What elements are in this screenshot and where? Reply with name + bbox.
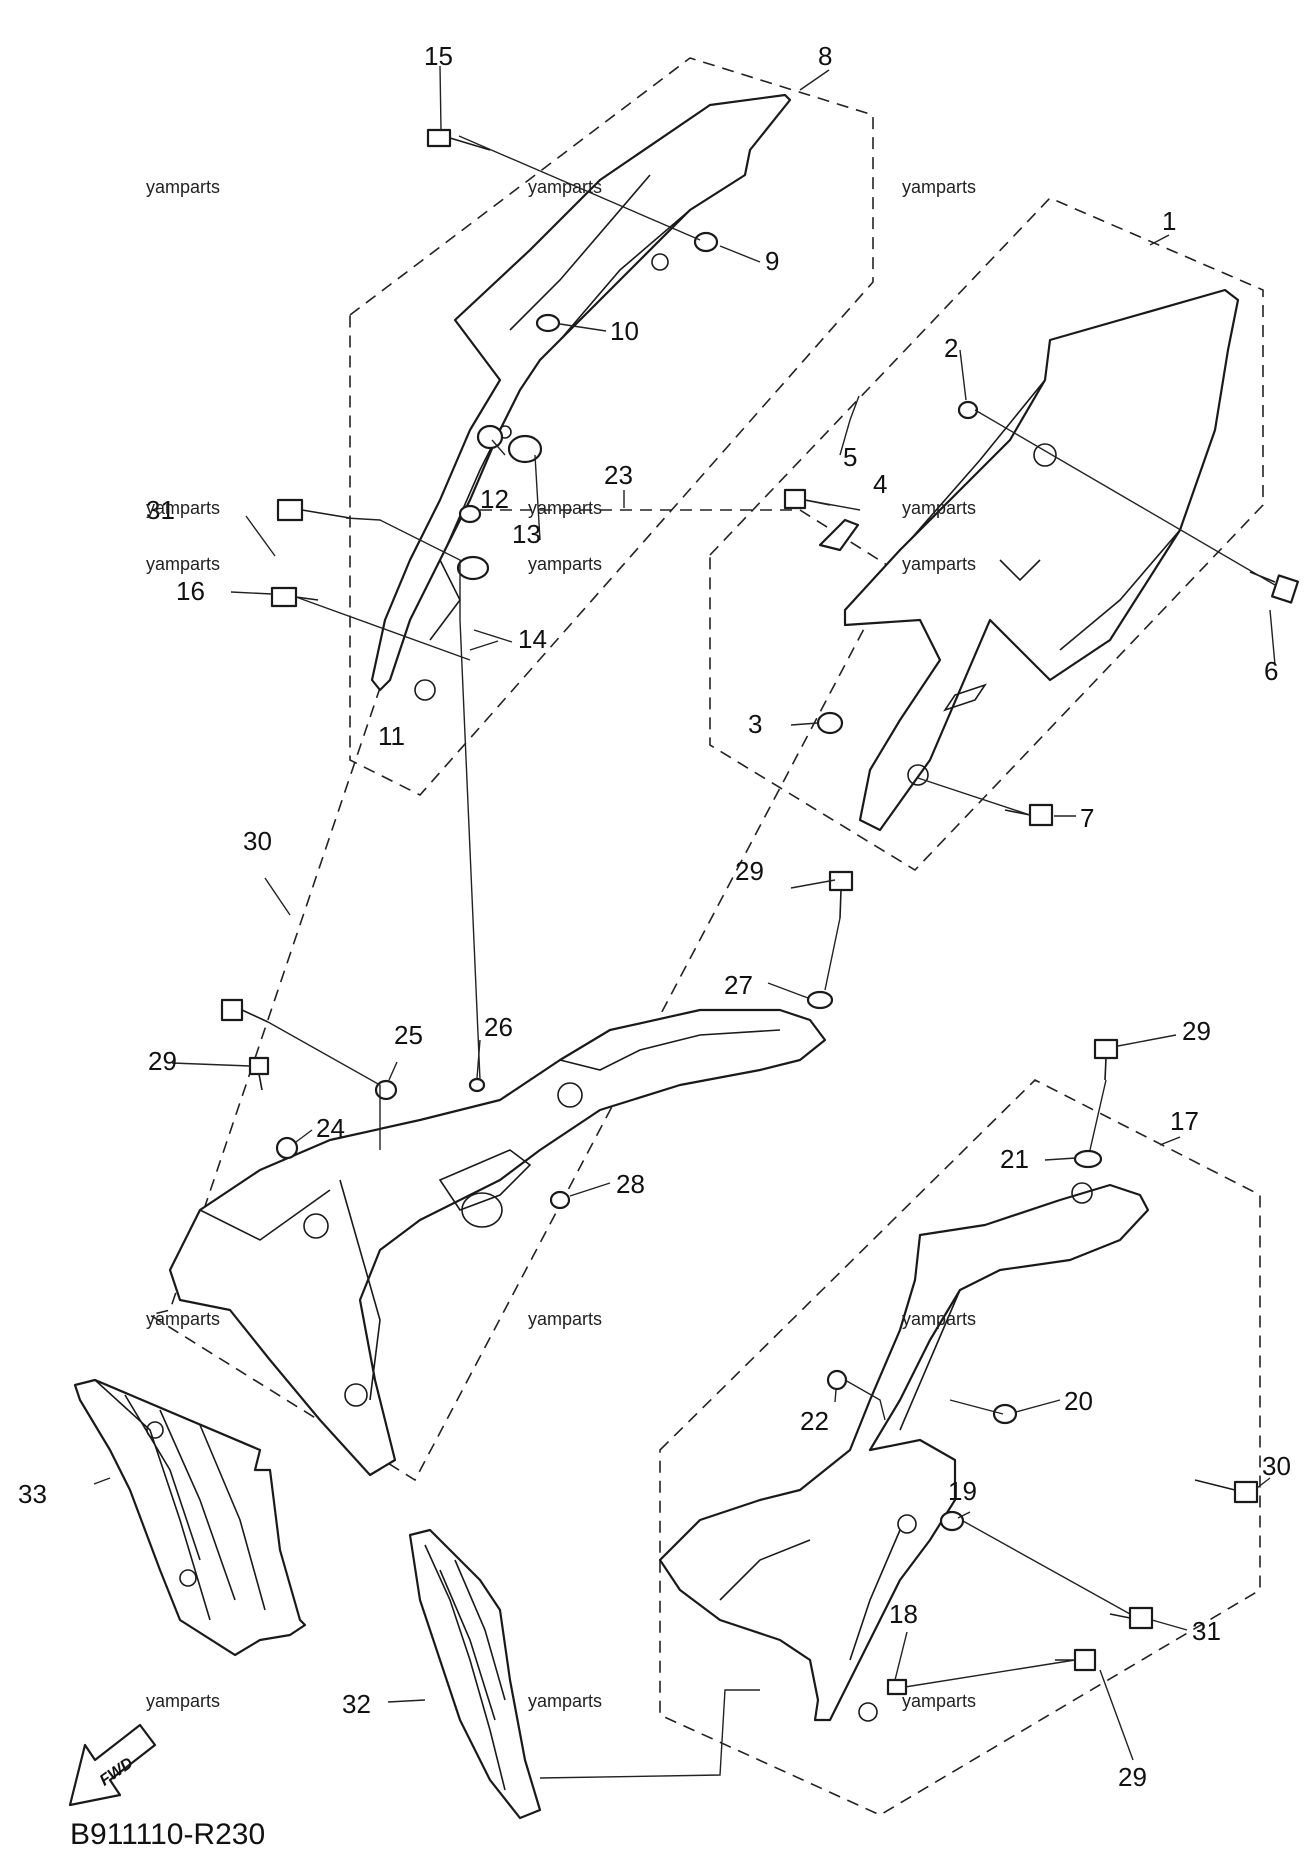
callout-23: 23	[604, 460, 633, 490]
callout-22: 22	[800, 1406, 829, 1436]
part-1-side-cover	[843, 288, 1240, 832]
watermark: yamparts	[146, 554, 220, 574]
watermark: yamparts	[528, 498, 602, 518]
callout-9: 9	[765, 246, 779, 276]
callout-21: 21	[1000, 1144, 1029, 1174]
callout-30-lower: 30	[1262, 1451, 1291, 1481]
callout-15: 15	[424, 41, 453, 71]
callout-4: 4	[873, 469, 887, 499]
watermark: yamparts	[528, 1691, 602, 1711]
nut-26	[468, 1077, 486, 1093]
bolt-29-left	[248, 1056, 270, 1091]
callout-14: 14	[518, 624, 547, 654]
nut-2	[957, 400, 979, 420]
watermark: yamparts	[146, 1309, 220, 1329]
bolt-15	[426, 128, 491, 151]
collar-27	[806, 990, 834, 1010]
grommet-24	[275, 1136, 299, 1160]
watermark: yamparts	[528, 177, 602, 197]
part-33-radiator-guard	[73, 1378, 307, 1657]
bolt-30-upper	[276, 498, 351, 522]
group-outline-1	[709, 197, 1264, 872]
callout-33: 33	[18, 1479, 47, 1509]
bolt-29-upper	[828, 870, 854, 919]
washer-14	[458, 504, 482, 524]
callout-20: 20	[1064, 1386, 1093, 1416]
callout-1: 1	[1162, 206, 1176, 236]
diagram-code: B911110-R230	[70, 1818, 265, 1851]
callout-7: 7	[1080, 803, 1094, 833]
callout-31-upper: 31	[146, 495, 175, 525]
part-23-bracket	[168, 1008, 827, 1477]
part-32-radiator-guard	[408, 1528, 542, 1820]
callout-10: 10	[610, 316, 639, 346]
grommet-3	[816, 711, 844, 735]
grommet-12	[476, 424, 504, 450]
callout-8: 8	[818, 41, 832, 71]
watermark: yamparts	[902, 498, 976, 518]
watermark: yamparts	[902, 554, 976, 574]
callout-29-lower: 29	[1118, 1762, 1147, 1792]
nut-25	[374, 1079, 398, 1101]
callout-19: 19	[948, 1476, 977, 1506]
washer-10	[535, 313, 561, 333]
callout-2: 2	[944, 333, 958, 363]
callout-30-upper: 30	[243, 826, 272, 856]
watermark: yamparts	[146, 1691, 220, 1711]
bolt-5	[783, 488, 831, 510]
callout-29-upper: 29	[735, 856, 764, 886]
part-17-lower-cover	[658, 1182, 1150, 1722]
callout-18: 18	[889, 1599, 918, 1629]
nut-20	[992, 1403, 1018, 1425]
cap-13	[507, 434, 543, 464]
watermark: yamparts	[902, 1309, 976, 1329]
washer-11	[456, 555, 490, 581]
callout-29-right: 29	[1182, 1016, 1211, 1046]
callout-6: 6	[1264, 656, 1278, 686]
group-outline-23	[147, 509, 897, 1482]
group-outline-17	[659, 1079, 1261, 1816]
callout-29-left: 29	[148, 1046, 177, 1076]
callout-13: 13	[512, 519, 541, 549]
bolt-6	[1249, 571, 1300, 604]
callout-24: 24	[316, 1113, 345, 1143]
bolt-31-upper	[220, 998, 269, 1023]
callout-27: 27	[724, 970, 753, 1000]
callout-17: 17	[1170, 1106, 1199, 1136]
watermark: yamparts	[902, 1691, 976, 1711]
collar-21	[1073, 1149, 1103, 1169]
callout-3: 3	[748, 709, 762, 739]
watermark: yamparts	[902, 177, 976, 197]
group-outline-8	[349, 57, 874, 796]
leader-lines	[93, 65, 1276, 1779]
callout-16: 16	[176, 576, 205, 606]
callout-32: 32	[342, 1689, 371, 1719]
callout-12: 12	[480, 484, 509, 514]
nut-22	[826, 1369, 848, 1391]
nut-19	[939, 1510, 965, 1532]
bolt-16	[270, 586, 319, 608]
callout-25: 25	[394, 1020, 423, 1050]
watermark: yamparts	[146, 498, 220, 518]
bolt-30-lower	[1194, 1479, 1259, 1504]
watermark: yamparts	[528, 1309, 602, 1329]
callout-11: 11	[378, 721, 405, 751]
callout-28: 28	[616, 1169, 645, 1199]
fwd-arrow-icon: FWD	[68, 1723, 157, 1807]
callout-26: 26	[484, 1012, 513, 1042]
watermark: yamparts	[528, 554, 602, 574]
part-8-upper-cover	[370, 93, 792, 701]
nut-9	[693, 231, 719, 253]
bolt-31-lower	[1109, 1606, 1154, 1630]
bolt-29-right	[1093, 1038, 1119, 1081]
watermark: yamparts	[146, 177, 220, 197]
callout-5: 5	[843, 442, 857, 472]
callout-31-lower: 31	[1192, 1616, 1221, 1646]
nut-28	[549, 1190, 571, 1210]
clip-4	[818, 518, 860, 552]
